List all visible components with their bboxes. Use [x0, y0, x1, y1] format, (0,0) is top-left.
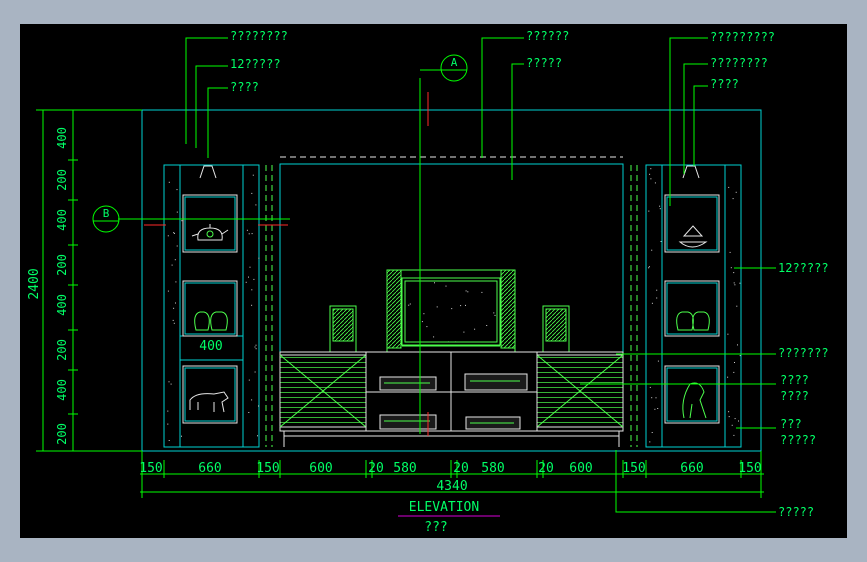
decor-objects — [189, 224, 710, 419]
overall-height: 2400 — [27, 268, 42, 299]
tv-cabinet — [279, 351, 624, 447]
dim-left-3: 200 — [55, 254, 69, 276]
label-top-right-3: ???? — [710, 77, 739, 91]
label-right-2: ??????? — [778, 346, 829, 360]
drawing-subtitle: ??? — [424, 520, 447, 535]
label-top-center-2: ????? — [526, 56, 562, 70]
dim-bottom-3: 600 — [309, 461, 332, 476]
overall-width: 4340 — [436, 479, 467, 494]
dim-bottom-0: 150 — [139, 461, 162, 476]
niche-left-3 — [182, 365, 238, 424]
dim-bottom-5: 580 — [393, 461, 416, 476]
label-top-center-1: ?????? — [526, 29, 569, 43]
label-top-right-1: ????????? — [710, 30, 775, 44]
niche-right-1 — [664, 194, 720, 253]
vase-right-icon — [676, 311, 710, 331]
niches — [182, 194, 720, 424]
niche-left-1 — [182, 194, 238, 253]
dim-left-0: 400 — [55, 127, 69, 149]
tv-frame — [386, 269, 516, 353]
tv-opening — [279, 163, 624, 353]
center-marks — [144, 92, 429, 436]
dim-bottom-9: 600 — [569, 461, 592, 476]
niche-right-2 — [664, 280, 720, 337]
label-right-3b: ???? — [780, 389, 809, 403]
dim-left-7: 200 — [55, 423, 69, 445]
dimension-lines-left — [36, 109, 142, 452]
drawing-title: ELEVATION — [409, 500, 479, 515]
spot-lights — [199, 165, 700, 179]
dim-bottom-1: 660 — [198, 461, 221, 476]
dim-bottom-12: 150 — [738, 461, 761, 476]
section-marker-b-label: B — [103, 207, 110, 220]
label-top-left-2: 12????? — [230, 57, 281, 71]
dim-bottom-7: 580 — [481, 461, 504, 476]
leader-lines — [118, 37, 776, 513]
niche-right-3 — [664, 365, 720, 424]
dim-bottom-6: 20 — [453, 461, 469, 476]
teapot-icon — [191, 224, 229, 241]
dimension-labels-bottom: 150 660 150 600 20 580 20 580 20 600 150 660 150 — [139, 460, 762, 478]
dim-left-1: 200 — [55, 169, 69, 191]
cabinet-structure — [141, 109, 762, 452]
dim-bottom-4: 20 — [368, 461, 384, 476]
horse-right-icon — [682, 382, 707, 419]
av-devices — [379, 373, 528, 430]
label-top-right-2: ???????? — [710, 56, 768, 70]
section-marker-a — [420, 54, 468, 82]
horse-icon — [189, 391, 229, 413]
dim-left-4: 400 — [55, 294, 69, 316]
niche-left-2 — [182, 280, 238, 337]
label-right-3a: ???? — [780, 373, 809, 387]
label-right-4a: ??? — [780, 417, 802, 431]
dim-bottom-10: 150 — [622, 461, 645, 476]
label-bottom-right: ????? — [778, 505, 814, 519]
label-right-1: 12????? — [778, 261, 829, 275]
right-tower — [645, 164, 742, 448]
dim-left-2: 400 — [55, 209, 69, 231]
tv-set — [329, 269, 570, 353]
label-right-4b: ????? — [780, 433, 816, 447]
section-marker-a-label: A — [451, 56, 458, 69]
bowl-icon — [678, 225, 708, 248]
tv-screen — [401, 277, 501, 346]
dim-bottom-2: 150 — [256, 461, 279, 476]
section-marker-b — [92, 205, 120, 233]
vase-icon — [194, 311, 228, 331]
label-top-left-1: ???????? — [230, 29, 288, 43]
dimension-labels-left: 400 200 400 200 400 200 400 200 — [55, 109, 78, 445]
left-tower — [163, 164, 260, 448]
wall-texture — [167, 168, 741, 443]
dim-bottom-11: 660 — [680, 461, 703, 476]
label-top-left-3: ???? — [230, 80, 259, 94]
dim-bottom-8: 20 — [538, 461, 554, 476]
dim-left-6: 400 — [55, 379, 69, 401]
niche-width: 400 — [199, 339, 222, 354]
dim-left-5: 200 — [55, 339, 69, 361]
